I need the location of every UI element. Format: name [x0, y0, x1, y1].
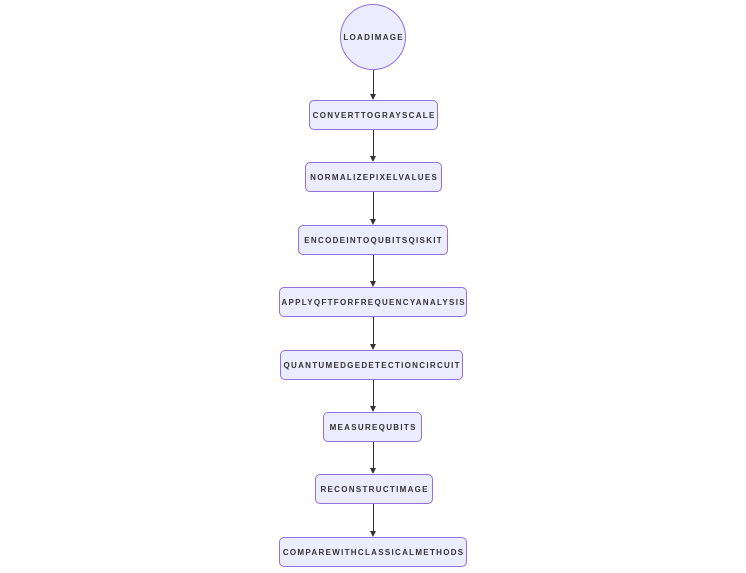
- arrow-line: [372, 317, 374, 345]
- arrow-head-icon: [369, 94, 376, 100]
- arrow-down-icon: [369, 192, 377, 225]
- arrow-down-icon: [369, 504, 377, 537]
- arrow-down-icon: [369, 130, 377, 162]
- arrow-head-icon: [369, 156, 376, 162]
- node-label: QUANTUMEDGEDETECTIONCIRCUIT: [283, 360, 461, 370]
- arrow-head-icon: [369, 406, 376, 412]
- node-label: ENCODEINTOQUBITSQISKIT: [304, 235, 443, 245]
- node-normalizepixelvalues: NORMALIZEPIXELVALUES: [305, 162, 442, 192]
- arrow-line: [372, 130, 374, 157]
- node-label: NORMALIZEPIXELVALUES: [310, 172, 439, 182]
- node-reconstructimage: RECONSTRUCTIMAGE: [315, 474, 433, 504]
- node-label: APPLYQFTFORFREQUENCYANALYSIS: [281, 297, 466, 307]
- arrow-line: [372, 442, 374, 469]
- node-label: CONVERTTOGRAYSCALE: [312, 110, 436, 120]
- arrow-line: [372, 192, 374, 220]
- arrow-head-icon: [369, 281, 376, 287]
- node-loadimage: LOADIMAGE: [340, 4, 406, 70]
- arrow-head-icon: [369, 344, 376, 350]
- arrow-down-icon: [369, 380, 377, 412]
- node-label: COMPAREWITHCLASSICALMETHODS: [282, 547, 465, 557]
- node-encodeintoqubitsqiskit: ENCODEINTOQUBITSQISKIT: [298, 225, 448, 255]
- node-measurequbits: MEASUREQUBITS: [323, 412, 422, 442]
- arrow-head-icon: [369, 468, 376, 474]
- node-label: LOADIMAGE: [343, 32, 404, 42]
- node-converttograyscale: CONVERTTOGRAYSCALE: [309, 100, 438, 130]
- arrow-line: [372, 380, 374, 407]
- node-label: MEASUREQUBITS: [329, 422, 417, 432]
- arrow-line: [372, 70, 374, 95]
- arrow-head-icon: [369, 531, 376, 537]
- node-applyqftforfrequencyanalysis: APPLYQFTFORFREQUENCYANALYSIS: [279, 287, 467, 317]
- arrow-line: [372, 504, 374, 532]
- arrow-line: [372, 255, 374, 282]
- node-comparewithclassicalmethods: COMPAREWITHCLASSICALMETHODS: [279, 537, 467, 567]
- arrow-down-icon: [369, 255, 377, 287]
- arrow-head-icon: [369, 219, 376, 225]
- arrow-down-icon: [369, 442, 377, 474]
- arrow-down-icon: [369, 317, 377, 350]
- node-quantumedgedetectioncircuit: QUANTUMEDGEDETECTIONCIRCUIT: [280, 350, 463, 380]
- arrow-down-icon: [369, 70, 377, 100]
- node-label: RECONSTRUCTIMAGE: [320, 484, 429, 494]
